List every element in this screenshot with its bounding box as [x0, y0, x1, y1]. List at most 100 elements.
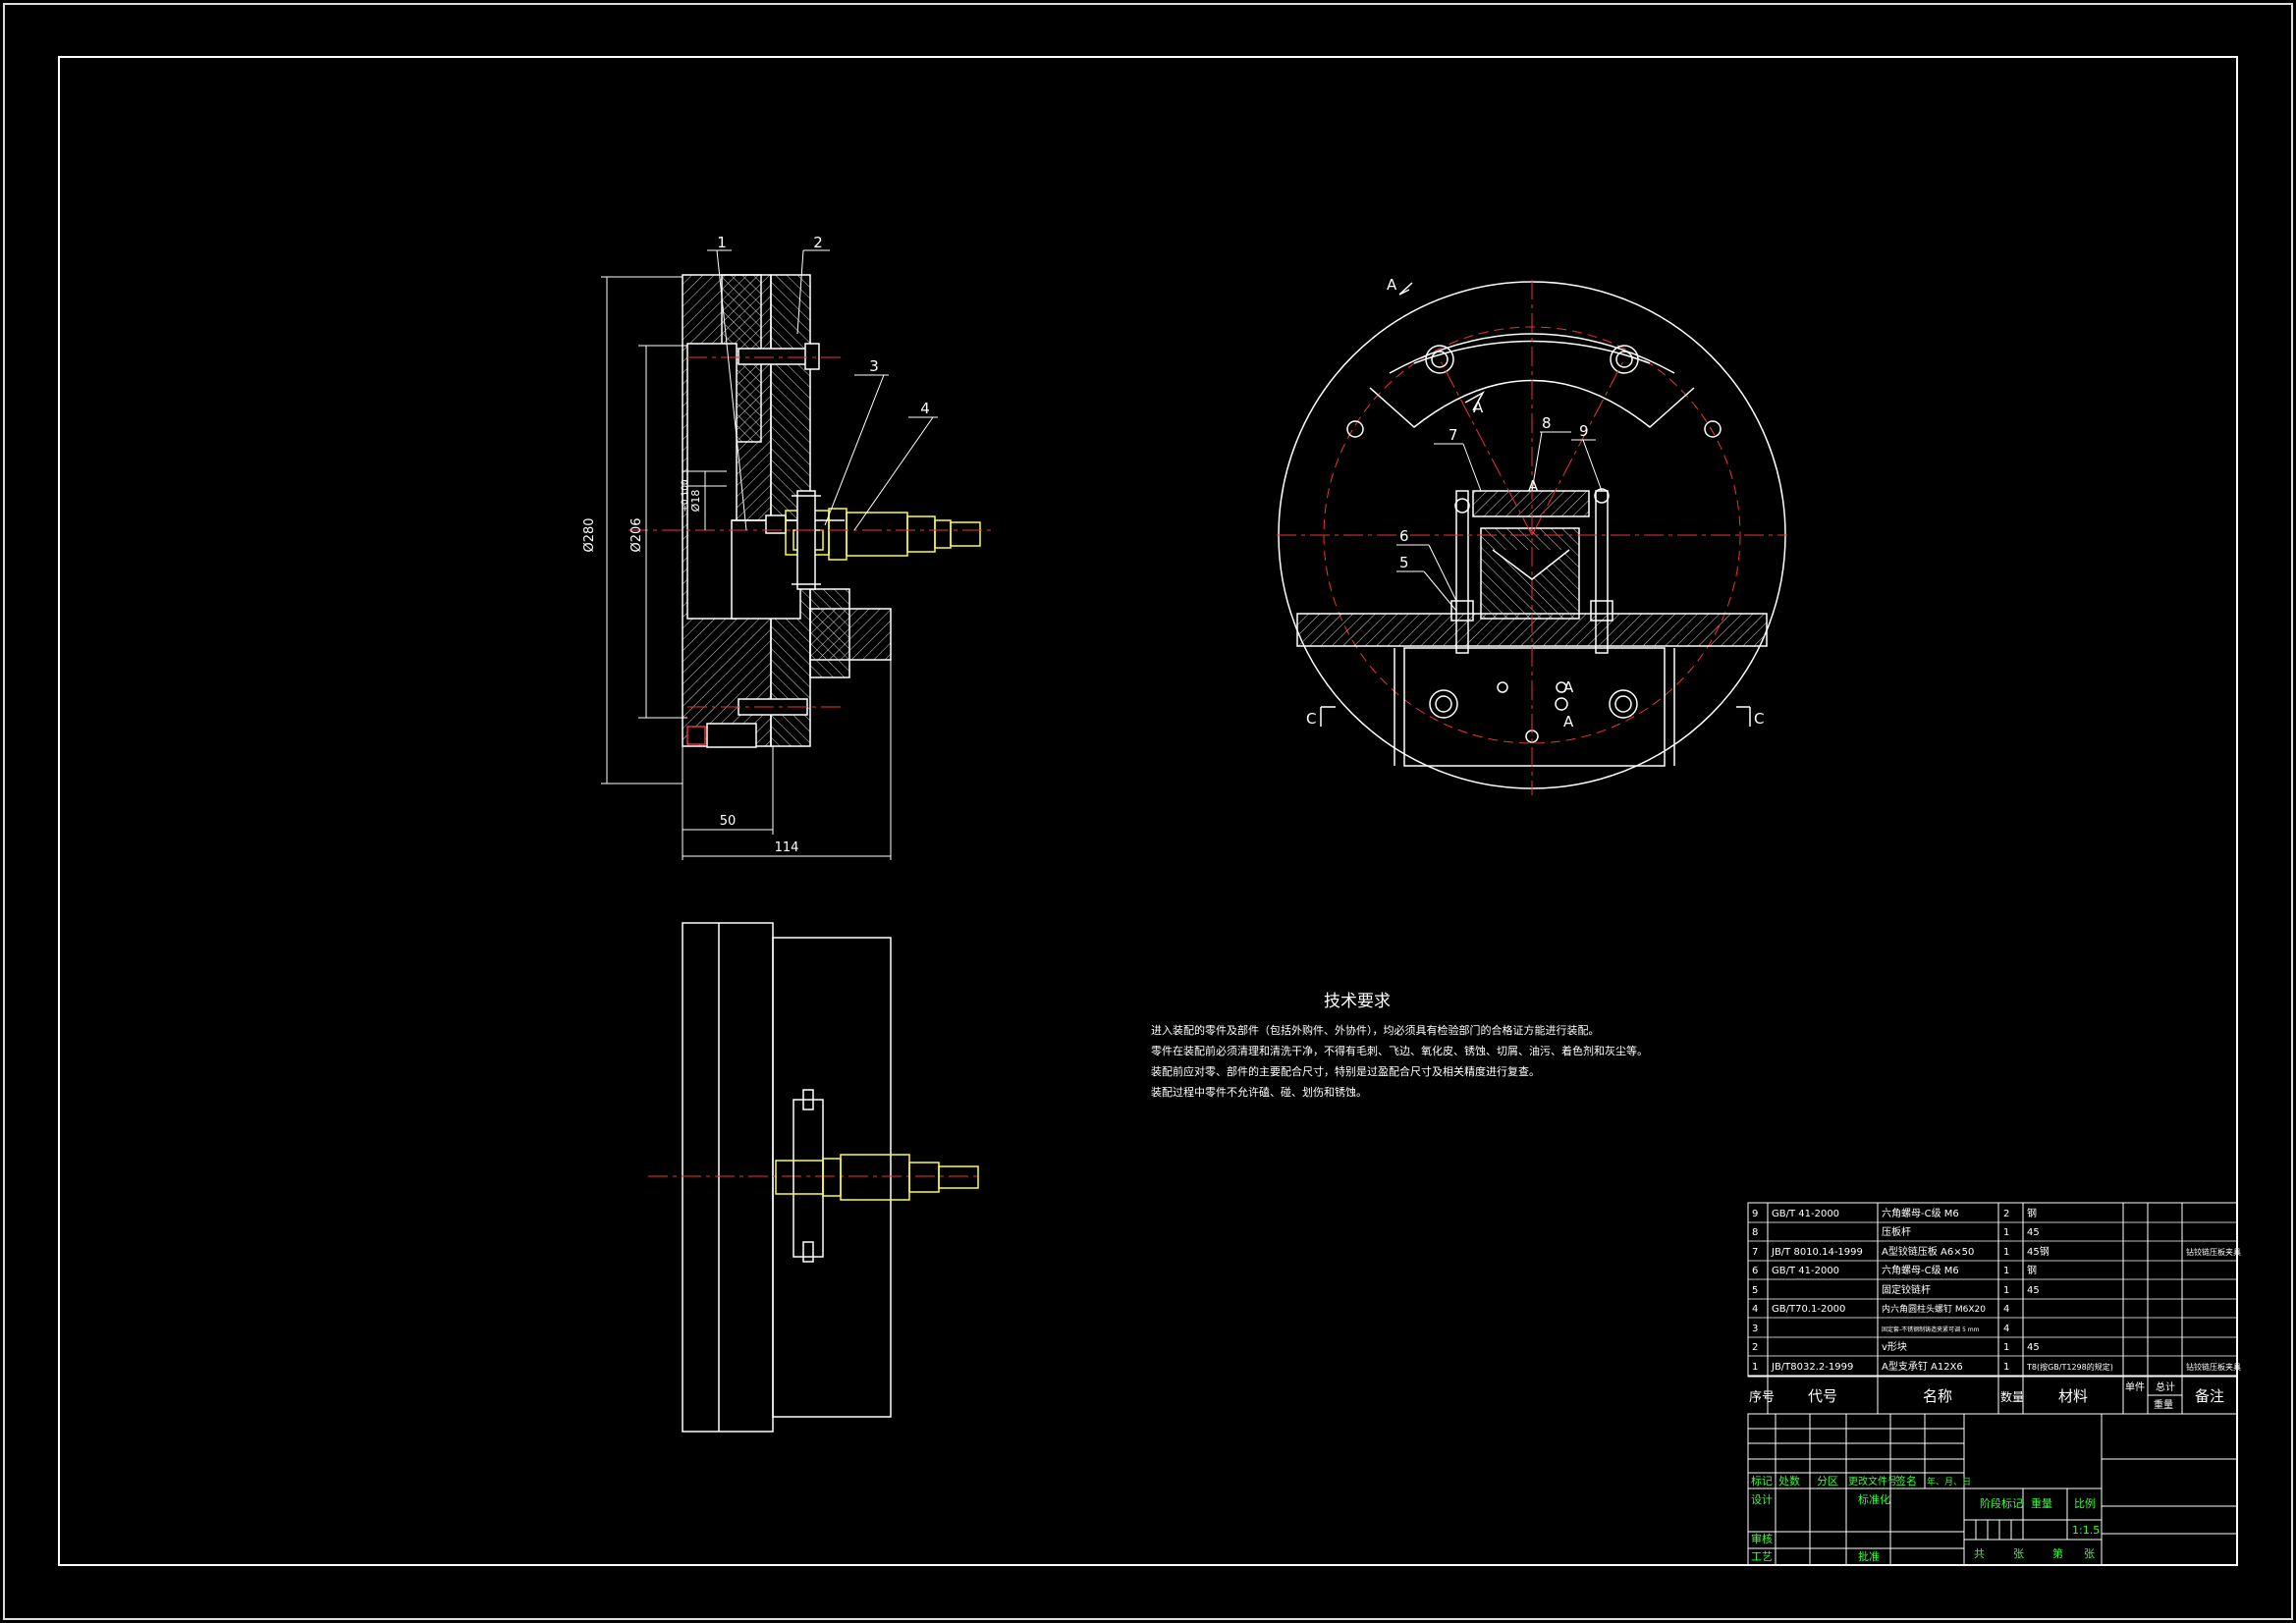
bom-row-8-qty: 1: [2003, 1227, 2009, 1238]
tb-count: 处数: [1778, 1475, 1800, 1488]
top-view-labels: A A A A A C C 7 8 9 6 5: [1306, 276, 1764, 730]
bom-header-qty: 数量: [2000, 1389, 2024, 1404]
bom-row-4-qty: 4: [2003, 1304, 2009, 1315]
bom-row-1-qty: 1: [2003, 1362, 2009, 1373]
tb-approve: 批准: [1858, 1549, 1880, 1563]
tb-zone: 分区: [1817, 1475, 1838, 1488]
bom-row-4-name: 内六角圆柱头螺钉 M6X20: [1882, 1303, 1986, 1315]
tech-requirements-title: 技术要求: [1324, 992, 1391, 1011]
bom-row-9-no: 9: [1752, 1209, 1758, 1219]
top-plan-view: [1277, 280, 1787, 795]
tb-sheet-no: 第: [2052, 1546, 2063, 1560]
section-label-a-mid: A: [1473, 399, 1484, 416]
bom-row-9-material: 钢: [2027, 1207, 2037, 1219]
bom-row-6-no: 6: [1752, 1266, 1758, 1276]
bom-row-2-no: 2: [1752, 1342, 1758, 1353]
bom-row-3-no: 3: [1752, 1324, 1758, 1334]
tb-scale-value: 1:1.5: [2072, 1524, 2100, 1537]
bom-header-unit: 单件: [2125, 1381, 2145, 1393]
bom-row-4-code: GB/T70.1-2000: [1772, 1304, 1845, 1315]
bom-row-5-name: 固定铰链杆: [1882, 1283, 1931, 1296]
tech-req-line-4: 装配过程中零件不允许磕、碰、划伤和锈蚀。: [1151, 1085, 1367, 1099]
tb-design: 设计: [1751, 1493, 1773, 1506]
tb-total: 共: [1974, 1547, 1985, 1560]
balloon-2: 2: [813, 234, 823, 251]
section-label-a-top: A: [1387, 276, 1397, 294]
balloon-6: 6: [1399, 527, 1409, 545]
bom-header-name: 名称: [1923, 1387, 1952, 1405]
bom-table: 9 GB/T 41-2000 六角螺母-C级 M6 2 钢 8 压板杆 1 45…: [1747, 1202, 2241, 1415]
bom-row-7-note: 钻铰链压板夹具: [2186, 1247, 2241, 1257]
bom-row-3-name: 固定套-不锈钢制铸造夹紧可调 5 mm: [1882, 1325, 1980, 1333]
bottom-side-view: [648, 922, 982, 1433]
section-label-a-center: A: [1528, 477, 1539, 495]
tech-req-line-1: 进入装配的零件及部件（包括外购件、外协件），均必须具有检验部门的合格证方能进行装…: [1151, 1023, 1600, 1037]
tech-req-line-2: 零件在装配前必须清理和清洗干净，不得有毛刺、飞边、氧化皮、锈蚀、切屑、油污、着色…: [1151, 1044, 1648, 1057]
tb-weight: 重量: [2031, 1496, 2052, 1510]
bom-row-2-material: 45: [2027, 1342, 2040, 1353]
bom-row-8-name: 压板杆: [1882, 1225, 1911, 1238]
balloon-9: 9: [1579, 422, 1589, 440]
bom-row-9-name: 六角螺母-C级 M6: [1882, 1208, 1959, 1219]
tech-requirements: 技术要求 进入装配的零件及部件（包括外购件、外协件），均必须具有检验部门的合格证…: [1151, 992, 1648, 1099]
front-view-labels: Ø280 Ø206 Ø18 +0.100 50 114 1 2 3 4: [582, 234, 930, 855]
tb-standardize: 标准化: [1858, 1492, 1890, 1506]
tb-date: 年、月、日: [1927, 1476, 1971, 1488]
bom-row-1-note: 钻铰链压板夹具: [2186, 1362, 2241, 1372]
tb-scale: 比例: [2074, 1496, 2096, 1510]
bom-header-weight: 重量: [2154, 1398, 2173, 1411]
tb-stage-mark: 阶段标记: [1980, 1496, 2023, 1510]
dim-phi206: Ø206: [629, 517, 644, 552]
bom-row-7-code: JB/T 8010.14-1999: [1771, 1247, 1863, 1258]
bom-header-note: 备注: [2195, 1387, 2224, 1405]
bom-row-6-name: 六角螺母-C级 M6: [1882, 1265, 1959, 1276]
bom-row-7-no: 7: [1752, 1247, 1758, 1258]
front-section-view: [601, 249, 992, 860]
bom-header-code: 代号: [1808, 1387, 1837, 1405]
bom-row-1-name: A型支承钉 A12X6: [1882, 1360, 1963, 1373]
bom-row-2-name: v形块: [1882, 1341, 1907, 1353]
bom-row-6-material: 钢: [2027, 1264, 2037, 1276]
tb-sheets: 张: [2013, 1547, 2024, 1560]
tb-doc-no: 更改文件号: [1848, 1475, 1897, 1488]
bom-row-7-qty: 1: [2003, 1247, 2009, 1258]
bom-row-1-code: JB/T8032.2-1999: [1771, 1362, 1853, 1373]
bom-row-1-no: 1: [1752, 1362, 1758, 1373]
balloon-4: 4: [920, 400, 930, 417]
dim-phi18: Ø18: [689, 490, 702, 513]
bom-header-material: 材料: [2058, 1387, 2088, 1405]
balloon-1: 1: [717, 234, 727, 251]
bom-row-7-material: 45钢: [2027, 1245, 2050, 1258]
dim-tolerance: +0.100: [681, 479, 690, 513]
tech-req-line-3: 装配前应对零、部件的主要配合尺寸，特别是过盈配合尺寸及相关精度进行复查。: [1151, 1064, 1540, 1078]
tb-mark: 标记: [1751, 1474, 1773, 1488]
bom-row-3-qty: 4: [2003, 1324, 2009, 1334]
bom-row-2-qty: 1: [2003, 1342, 2009, 1353]
tb-process: 工艺: [1751, 1550, 1773, 1563]
bom-row-5-no: 5: [1752, 1285, 1758, 1296]
balloon-7: 7: [1449, 426, 1458, 444]
tb-sheets-2: 张: [2084, 1547, 2095, 1560]
balloon-8: 8: [1542, 414, 1552, 432]
bom-row-5-material: 45: [2027, 1285, 2040, 1296]
section-label-a-low2: A: [1563, 713, 1574, 730]
bom-row-5-qty: 1: [2003, 1285, 2009, 1296]
dim-50: 50: [720, 814, 737, 829]
tb-review: 审核: [1751, 1532, 1773, 1545]
bom-row-9-code: GB/T 41-2000: [1772, 1209, 1839, 1219]
bom-header-total: 总计: [2156, 1380, 2175, 1393]
outer-border: [3, 3, 2293, 1620]
bom-row-8-no: 8: [1752, 1227, 1758, 1238]
dim-114: 114: [775, 840, 799, 855]
bom-row-7-name: A型铰链压板 A6×50: [1882, 1245, 1974, 1258]
balloon-5: 5: [1399, 554, 1409, 571]
bom-header-no: 序号: [1749, 1390, 1775, 1405]
section-label-c-left: C: [1306, 710, 1316, 728]
bom-row-6-code: GB/T 41-2000: [1772, 1266, 1839, 1276]
inner-frame: [58, 56, 2238, 1566]
title-block: 标记 处数 分区 更改文件号 签名 年、月、日 设计 标准化 阶段标记 重量 比…: [1747, 1413, 2238, 1566]
bom-row-8-material: 45: [2027, 1227, 2040, 1238]
section-label-c-right: C: [1754, 710, 1764, 728]
bom-row-1-material: T8(按GB/T1298的规定): [2026, 1362, 2113, 1372]
